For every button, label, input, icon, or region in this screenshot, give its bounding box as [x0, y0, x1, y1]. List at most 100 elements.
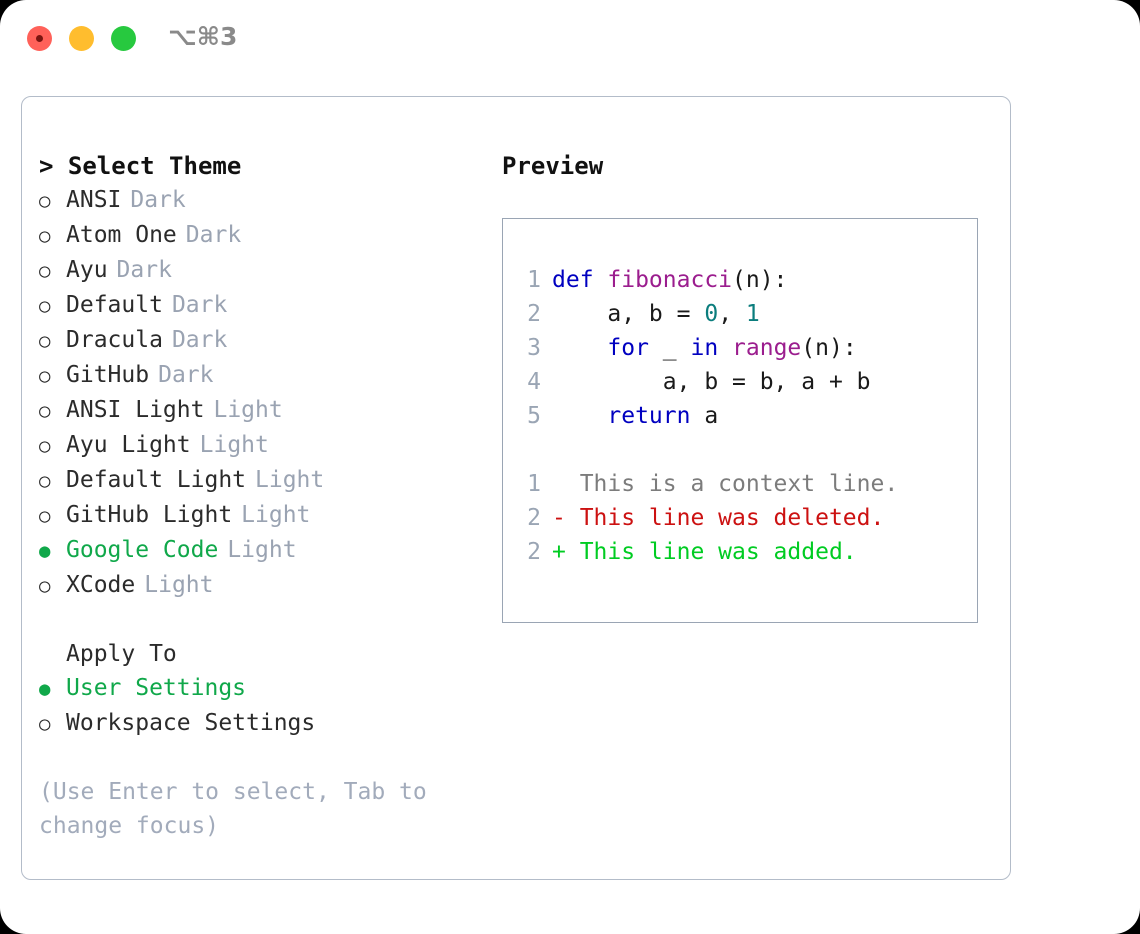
radio-unselected-icon: ○: [39, 225, 51, 247]
theme-variant-badge: Dark: [171, 327, 228, 353]
radio-unselected-icon: ○: [39, 505, 51, 527]
code-line-text: return a: [552, 399, 718, 433]
code-token-number: 1: [745, 301, 760, 327]
page-title: > Select Theme: [39, 152, 242, 180]
theme-variant-badge: Dark: [116, 257, 172, 283]
theme-option-xcode[interactable]: ○ XCode Light: [39, 568, 499, 603]
apply-option-user-settings[interactable]: ● User Settings: [39, 671, 499, 706]
theme-variant-badge: Dark: [158, 362, 214, 388]
theme-variant-badge: Light: [144, 572, 214, 598]
diff-line-text: This is a context line.: [552, 471, 899, 497]
theme-option-label: Ayu Light: [66, 432, 191, 458]
radio-selected-icon: ●: [39, 678, 51, 700]
code-token-plain: [718, 335, 732, 361]
theme-option-github-light[interactable]: ○ GitHub Light Light: [39, 498, 499, 533]
code-line: 5 return a: [515, 399, 971, 433]
code-line-number: 4: [527, 369, 541, 395]
code-token-plain: [552, 403, 607, 429]
theme-variant-badge: Light: [227, 537, 297, 563]
code-token-plain: a, b =: [552, 301, 705, 327]
keyboard-hint-text: (Use Enter to select, Tab to change focu…: [39, 779, 441, 839]
code-token-plain: _: [648, 335, 691, 361]
theme-option-label: GitHub: [66, 362, 150, 388]
code-diff-separator: [515, 433, 971, 467]
apply-to-option-list[interactable]: ● User Settings ○Workspace Settings: [39, 671, 499, 741]
diff-line-added: 2 + This line was added.: [515, 535, 971, 569]
code-token-plain: ,: [718, 301, 746, 327]
code-token-function: fibonacci: [607, 267, 733, 293]
theme-option-ayu-light[interactable]: ○ Ayu Light Light: [39, 428, 499, 463]
diff-line-number: 2: [527, 505, 541, 531]
radio-unselected-icon: ○: [39, 470, 51, 492]
code-line: 4 a, b = b, a + b: [515, 365, 971, 399]
diff-line-number: 2: [527, 539, 541, 565]
code-token-keyword: def: [552, 267, 608, 293]
theme-variant-badge: Light: [255, 467, 325, 493]
code-token-plain: a: [690, 403, 719, 429]
radio-unselected-icon: ○: [39, 295, 51, 317]
code-line: 3 for _ in range(n):: [515, 331, 971, 365]
list-spacer: [39, 603, 499, 637]
theme-option-label: XCode: [66, 572, 136, 598]
diff-line-context: 1 This is a context line.: [515, 467, 971, 501]
minimize-button[interactable]: [69, 26, 94, 51]
diff-line-number: 1: [527, 471, 541, 497]
theme-variant-badge: Dark: [171, 292, 228, 318]
radio-unselected-icon: ○: [39, 400, 51, 422]
theme-variant-badge: Light: [199, 432, 269, 458]
theme-variant-badge: Light: [241, 502, 311, 528]
radio-unselected-icon: ○: [39, 575, 51, 597]
theme-option-label: GitHub Light: [66, 502, 233, 528]
code-token-keyword: return: [607, 403, 691, 429]
code-line-text: for _ in range(n):: [552, 331, 856, 365]
theme-option-label: Atom One: [66, 222, 177, 248]
preview-title: Preview: [502, 152, 604, 180]
traffic-light-group: [27, 26, 136, 51]
apply-option-label: User Settings: [66, 675, 247, 701]
theme-variant-badge: Dark: [130, 187, 186, 213]
code-token-keyword: in: [690, 335, 719, 361]
radio-unselected-icon: ○: [39, 330, 51, 352]
code-token-function: range: [732, 335, 802, 361]
theme-option-github[interactable]: ○ GitHub Dark: [39, 358, 499, 393]
code-token-number: 0: [704, 301, 719, 327]
code-token-plain: a, b = b, a + b: [552, 369, 871, 395]
theme-option-label: ANSI: [66, 187, 122, 213]
hint-spacer: [39, 741, 499, 775]
theme-variant-badge: Light: [213, 397, 283, 423]
diff-line-deleted: 2 - This line was deleted.: [515, 501, 971, 535]
radio-unselected-icon: ○: [39, 365, 51, 387]
radio-selected-icon: ●: [39, 540, 51, 562]
code-line-text: a, b = 0, 1: [552, 297, 760, 331]
close-button[interactable]: [27, 26, 52, 51]
theme-option-default[interactable]: ○ Default Dark: [39, 288, 499, 323]
theme-option-label: Default: [66, 292, 163, 318]
apply-to-title: Apply To: [66, 641, 177, 667]
apply-option-workspace-settings[interactable]: ○Workspace Settings: [39, 706, 499, 741]
code-token-plain: [552, 335, 607, 361]
diff-line-text: + This line was added.: [552, 539, 857, 565]
keyboard-shortcut-label: ⌥⌘3: [168, 22, 238, 51]
code-line-number: 5: [527, 403, 541, 429]
theme-option-label: Default Light: [66, 467, 247, 493]
code-line: 2 a, b = 0, 1: [515, 297, 971, 331]
theme-option-google-code[interactable]: ● Google Code Light: [39, 533, 499, 568]
diff-line-text: - This line was deleted.: [552, 505, 885, 531]
theme-option-label: Google Code: [66, 537, 219, 563]
maximize-button[interactable]: [111, 26, 136, 51]
theme-option-label: Ayu: [66, 257, 108, 283]
radio-unselected-icon: ○: [39, 435, 51, 457]
theme-option-default-light[interactable]: ○ Default Light Light: [39, 463, 499, 498]
